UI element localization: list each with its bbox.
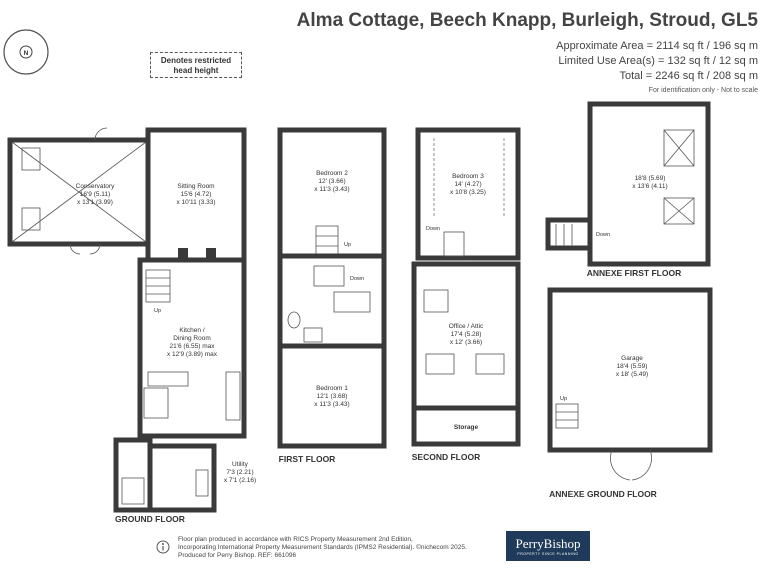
office-name: Office / Attic xyxy=(449,323,484,330)
bedroom-3-room xyxy=(415,127,521,261)
kitchen-name1: Kitchen / xyxy=(179,327,204,334)
annexe-first-floor-label: ANNEXE FIRST FLOOR xyxy=(587,268,681,278)
property-title: Alma Cottage, Beech Knapp, Burleigh, Str… xyxy=(296,10,758,31)
first-stairs-down: Down xyxy=(350,276,364,282)
approx-area: Approximate Area = 2114 sq ft / 196 sq m xyxy=(556,40,758,52)
bedroom-3-dims2: x 10'8 (3.25) xyxy=(450,189,486,196)
storage-room xyxy=(411,405,521,447)
sitting-room-dims2: x 10'11 (3.33) xyxy=(176,199,215,206)
footer-line1: Floor plan produced in accordance with R… xyxy=(178,536,413,543)
perry-bishop-logo: PerryBishop PROPERTY SINCE PLANNING xyxy=(506,531,590,561)
utility-room xyxy=(147,443,217,513)
annexe-stair-landing xyxy=(545,217,593,251)
annexe-ground-floor-plan: Up Garage 18'4 (5.59) x 18' (5.49) ANNEX… xyxy=(547,287,713,499)
garage-name: Garage xyxy=(621,355,643,362)
bedroom-2-room xyxy=(277,127,387,259)
ground-floor-label: GROUND FLOOR xyxy=(115,514,185,524)
logo-brand: PerryBishop xyxy=(515,536,581,551)
footer-line2: Incorporating International Property Mea… xyxy=(178,544,467,551)
bedroom-1-room xyxy=(277,343,387,449)
sitting-room-dims1: 15'6 (4.72) xyxy=(181,191,212,198)
storage-name: Storage xyxy=(454,424,479,431)
sitting-room-name: Sitting Room xyxy=(177,183,214,190)
annexe-ground-floor-label: ANNEXE GROUND FLOOR xyxy=(549,489,657,499)
garage-stairs-up: Up xyxy=(560,396,567,402)
second-floor-plan: Bedroom 3 14' (4.27) x 10'8 (3.25) Down … xyxy=(411,127,521,462)
utility-dims2: x 7'1 (2.16) xyxy=(224,477,256,484)
bedroom-2-dims1: 12' (3.66) xyxy=(318,178,345,185)
bedroom-1-dims1: 12'1 (3.68) xyxy=(317,393,348,400)
bedroom-2-dims2: x 11'3 (3.43) xyxy=(314,186,349,193)
garage-dims2: x 18' (5.49) xyxy=(616,371,648,378)
kitchen-dims2: x 12'9 (3.89) max xyxy=(167,351,218,358)
garage-room xyxy=(547,287,713,453)
footer-note: Floor plan produced in accordance with R… xyxy=(178,536,498,560)
compass-icon: N xyxy=(3,29,49,75)
limited-area: Limited Use Area(s) = 132 sq ft / 12 sq … xyxy=(558,55,758,67)
utility-dims1: 7'3 (2.21) xyxy=(226,469,253,476)
conservatory-dims1: 16'9 (5.11) xyxy=(80,191,110,198)
bedroom-1-name: Bedroom 1 xyxy=(316,385,348,392)
bedroom-1-dims2: x 11'3 (3.43) xyxy=(314,401,349,408)
kitchen-dims1: 21'6 (6.55) max xyxy=(170,343,216,350)
bedroom-3-dims1: 14' (4.27) xyxy=(454,181,481,188)
office-attic-room xyxy=(411,261,521,411)
ground-bathroom xyxy=(113,437,153,513)
compass-label: N xyxy=(24,50,29,57)
utility-name: Utility xyxy=(232,461,249,468)
info-icon xyxy=(156,540,170,554)
conservatory-dims2: x 13'1 (3.99) xyxy=(77,199,113,206)
sitting-room xyxy=(145,127,247,263)
kitchen-name2: Dining Room xyxy=(173,335,211,342)
restricted-height-legend: Denotes restricted head height xyxy=(150,52,242,78)
first-floor-label: FIRST FLOOR xyxy=(279,454,336,464)
office-dims2: x 12' (3.66) xyxy=(450,339,482,346)
first-floor-plan: Bedroom 2 12' (3.66) x 11'3 (3.43) Up Do… xyxy=(277,127,387,464)
second-stairs-down: Down xyxy=(426,226,440,232)
kitchen-dining-room xyxy=(137,257,247,439)
ground-floor-plan: Conservatory 16'9 (5.11) x 13'1 (3.99) S… xyxy=(7,127,256,524)
annexe-first-room xyxy=(587,101,711,267)
footer-line3: Produced for Perry Bishop. REF: 661096 xyxy=(178,552,297,559)
annexe-first-floor-plan: 18'8 (5.69) x 13'6 (4.11) Down ANNEXE FI… xyxy=(545,101,711,278)
bedroom-2-name: Bedroom 2 xyxy=(316,170,348,177)
second-floor-label: SECOND FLOOR xyxy=(412,452,480,462)
logo-tagline: PROPERTY SINCE PLANNING xyxy=(517,552,579,556)
first-stairs-up: Up xyxy=(344,242,351,248)
first-landing xyxy=(277,253,387,349)
office-dims1: 17'4 (5.28) xyxy=(451,331,482,338)
conservatory-name: Conservatory xyxy=(76,183,115,190)
annexe-first-dims1: 18'8 (5.69) xyxy=(635,175,666,182)
total-area: Total = 2246 sq ft / 208 sq m xyxy=(619,70,759,82)
garage-dims1: 18'4 (5.59) xyxy=(617,363,648,370)
bedroom-3-name: Bedroom 3 xyxy=(452,173,484,180)
annexe-stairs-down: Down xyxy=(596,232,610,238)
scale-note: For identification only - Not to scale xyxy=(648,87,758,94)
ground-stairs-up: Up xyxy=(154,308,161,314)
annexe-first-dims2: x 13'6 (4.11) xyxy=(632,183,667,190)
